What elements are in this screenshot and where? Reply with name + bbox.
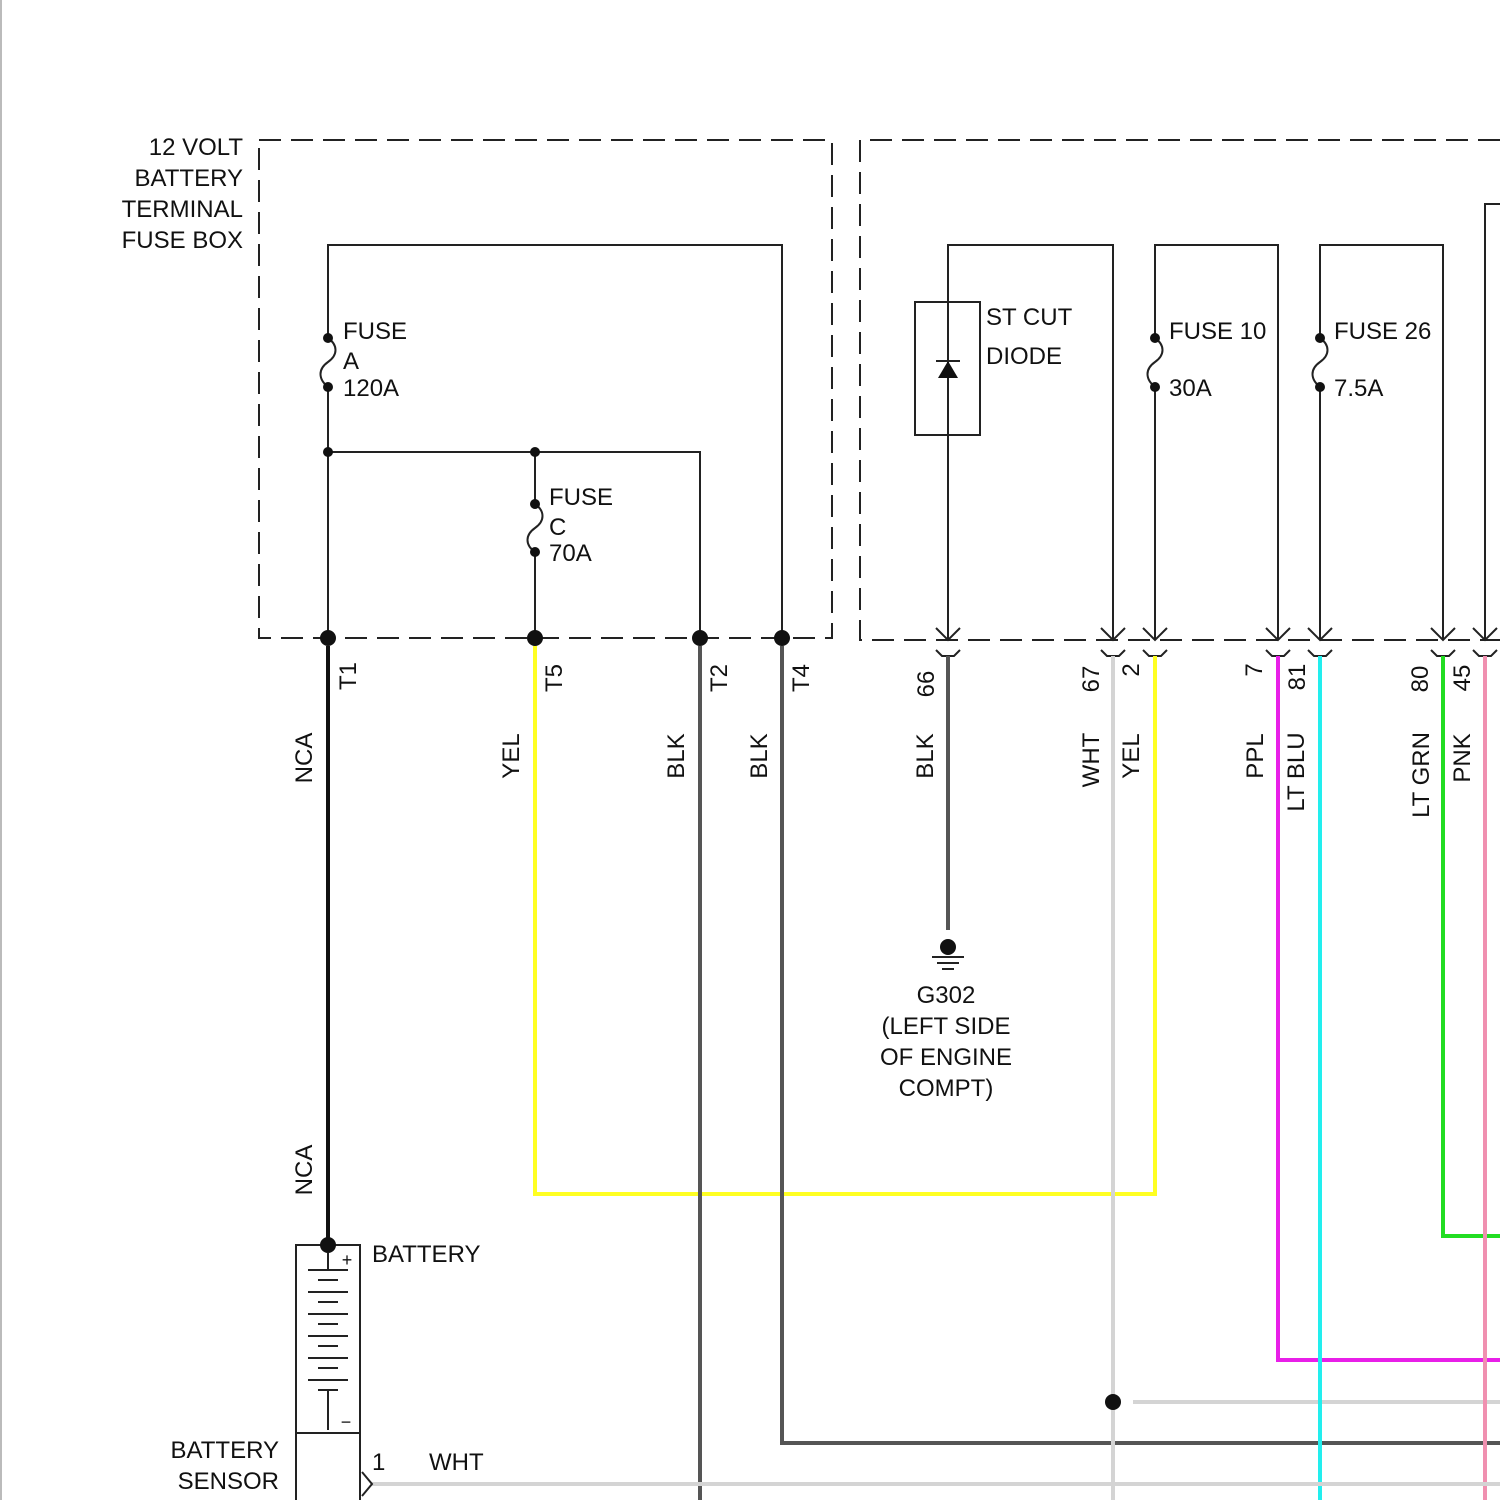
battery-sensor: BATTERY SENSOR 1 WHT [171, 1433, 484, 1500]
wire-label-81: LT BLU [1283, 732, 1310, 811]
fuse-10-label-2: 30A [1169, 375, 1212, 402]
battery-sensor-label-1: BATTERY [171, 1437, 279, 1464]
wire-label-67: WHT [1078, 732, 1105, 787]
splice-node [530, 447, 540, 457]
wire-label-t1-lower: NCA [291, 1145, 318, 1196]
fuse-26: FUSE 26 7.5A [1313, 245, 1444, 640]
wire-label-t4: BLK [746, 733, 773, 778]
fuse-c-bottom-node [530, 547, 540, 557]
ground-g302: G302 (LEFT SIDE OF ENGINE COMPT) [880, 939, 1012, 1102]
ground-label-1: G302 [917, 982, 976, 1009]
fuse-26-element-icon [1313, 338, 1328, 387]
fuse-a-label-3: 120A [343, 375, 399, 402]
pin-80-label: 80 [1407, 666, 1434, 693]
fuse-10-busbar [1155, 245, 1278, 640]
fuse-10-element-icon [1148, 338, 1163, 387]
battery-sensor-label-2: SENSOR [178, 1468, 279, 1495]
terminal-t2-node [692, 630, 708, 646]
fuse-c: FUSE C 70A [528, 484, 614, 567]
fuse-10-top-node [1150, 333, 1160, 343]
busbar-c-t2 [328, 452, 700, 638]
fuse-c-element-icon [528, 504, 543, 552]
splice-node [323, 447, 333, 457]
fuse-c-label-2: C [549, 514, 566, 541]
fuse-a-label-2: A [343, 348, 359, 375]
fuse-box-title-line-4: FUSE BOX [122, 227, 243, 254]
fuse-box-title-line-3: TERMINAL [122, 196, 243, 223]
pin-2-label: 2 [1118, 663, 1145, 676]
battery-plus-symbol: + [342, 1250, 353, 1270]
fuse-box-title-line-2: BATTERY [135, 165, 243, 192]
battery-sensor-pin-label: 1 [372, 1449, 385, 1476]
ground-node [940, 939, 956, 955]
fuse-26-label-1: FUSE 26 [1334, 318, 1431, 345]
fuse-10-bottom-node [1150, 382, 1160, 392]
battery-sensor-wire-label: WHT [429, 1449, 484, 1476]
terminal-t2-label: T2 [706, 664, 733, 692]
battery: + − BATTERY [296, 1237, 480, 1433]
sensor-connector-icon [362, 1472, 372, 1496]
wht-splice-node [1105, 1394, 1121, 1410]
fuse-a: FUSE A 120A [321, 318, 408, 402]
wire-labels: NCA NCA YEL BLK BLK BLK WHT YEL PPL LT B… [291, 732, 1476, 1195]
wire-label-t5: YEL [498, 733, 525, 778]
battery-terminal-fuse-box: 12 VOLT BATTERY TERMINAL FUSE BOX FUSE A… [122, 134, 832, 692]
fuse-a-label-1: FUSE [343, 318, 407, 345]
diode-icon [938, 361, 958, 378]
ground-label-3: OF ENGINE [880, 1044, 1012, 1071]
battery-positive-node [320, 1237, 336, 1253]
terminal-t1-label: T1 [335, 662, 362, 690]
fuse-a-bottom-node [323, 382, 333, 392]
pin-45-label: 45 [1449, 665, 1476, 692]
terminal-t1-node [320, 630, 336, 646]
terminal-t4-label: T4 [788, 664, 815, 692]
pin-connectors [936, 628, 1497, 656]
fuse-box-title-line-1: 12 VOLT [149, 134, 244, 161]
fuse-a-element-icon [321, 338, 336, 387]
fuse-26-bottom-node [1315, 382, 1325, 392]
battery-minus-symbol: − [341, 1412, 352, 1432]
fuse-c-label-3: 70A [549, 540, 592, 567]
battery-label: BATTERY [372, 1241, 480, 1268]
ground-label-4: COMPT) [899, 1075, 994, 1102]
terminal-t5-label: T5 [541, 664, 568, 692]
fuse-26-top-node [1315, 333, 1325, 343]
fuse-26-busbar [1320, 245, 1443, 640]
fuse-10: FUSE 10 30A [1148, 245, 1279, 640]
wire-t5-yel [535, 646, 1155, 1194]
pin-67-label: 67 [1078, 666, 1105, 693]
wire-label-80: LT GRN [1408, 732, 1435, 818]
wire-label-66: BLK [912, 733, 939, 778]
fuse-c-label-1: FUSE [549, 484, 613, 511]
wire-label-7: PPL [1242, 733, 1269, 778]
pin-81-label: 81 [1284, 664, 1311, 691]
fuse-10-label-1: FUSE 10 [1169, 318, 1266, 345]
wire-label-45: PNK [1449, 733, 1476, 782]
wire-label-2: YEL [1118, 733, 1145, 778]
next-element-edge [1485, 204, 1500, 640]
fuse-a-top-node [323, 333, 333, 343]
diode-label-1: ST CUT [986, 304, 1073, 331]
terminal-t5-node [527, 630, 543, 646]
terminal-t4-node [774, 630, 790, 646]
diode-label-2: DIODE [986, 343, 1062, 370]
pin-7-label: 7 [1241, 663, 1268, 676]
wire-label-t1: NCA [291, 733, 318, 784]
pin-66-label: 66 [913, 671, 940, 698]
fuse-c-top-node [530, 499, 540, 509]
ground-icon [932, 957, 964, 969]
busbar-a-t4 [328, 245, 782, 638]
fuse-26-label-2: 7.5A [1334, 375, 1383, 402]
battery-sensor-body [296, 1433, 360, 1500]
ground-label-2: (LEFT SIDE [882, 1013, 1011, 1040]
right-fuse-relay-box: ST CUT DIODE FUSE 10 30A FUSE 26 7.5A [860, 140, 1500, 697]
wire-label-t2: BLK [663, 733, 690, 778]
st-cut-diode: ST CUT DIODE [915, 245, 1113, 640]
